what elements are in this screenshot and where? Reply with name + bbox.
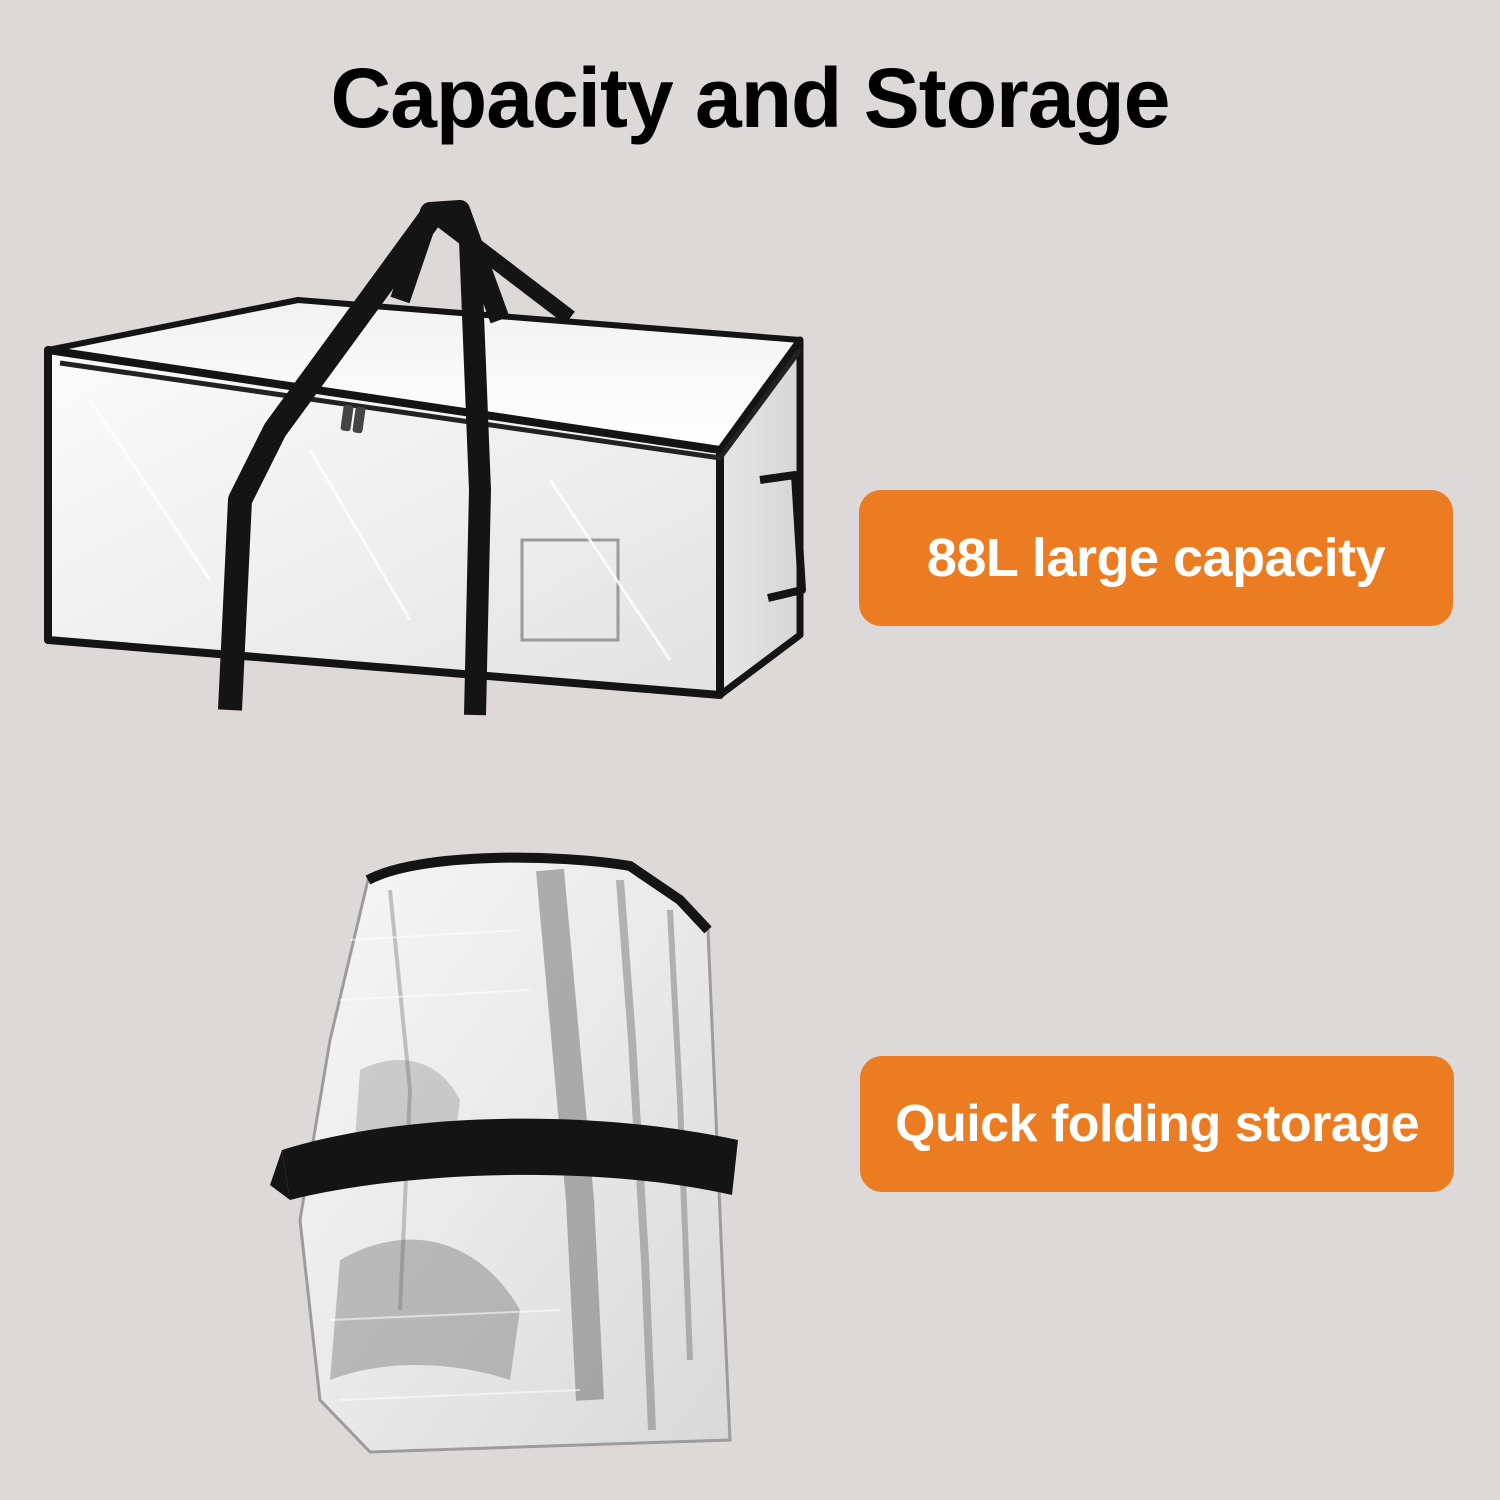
- page-title: Capacity and Storage: [330, 51, 1171, 145]
- folding-feature-label: Quick folding storage: [895, 1095, 1420, 1153]
- open-storage-bag-icon: [44, 200, 806, 716]
- capacity-feature-badge: 88L large capacity: [859, 490, 1453, 626]
- folded-storage-bag-icon: [270, 852, 738, 1454]
- folding-feature-badge: Quick folding storage: [860, 1056, 1454, 1192]
- capacity-feature-label: 88L large capacity: [926, 528, 1386, 588]
